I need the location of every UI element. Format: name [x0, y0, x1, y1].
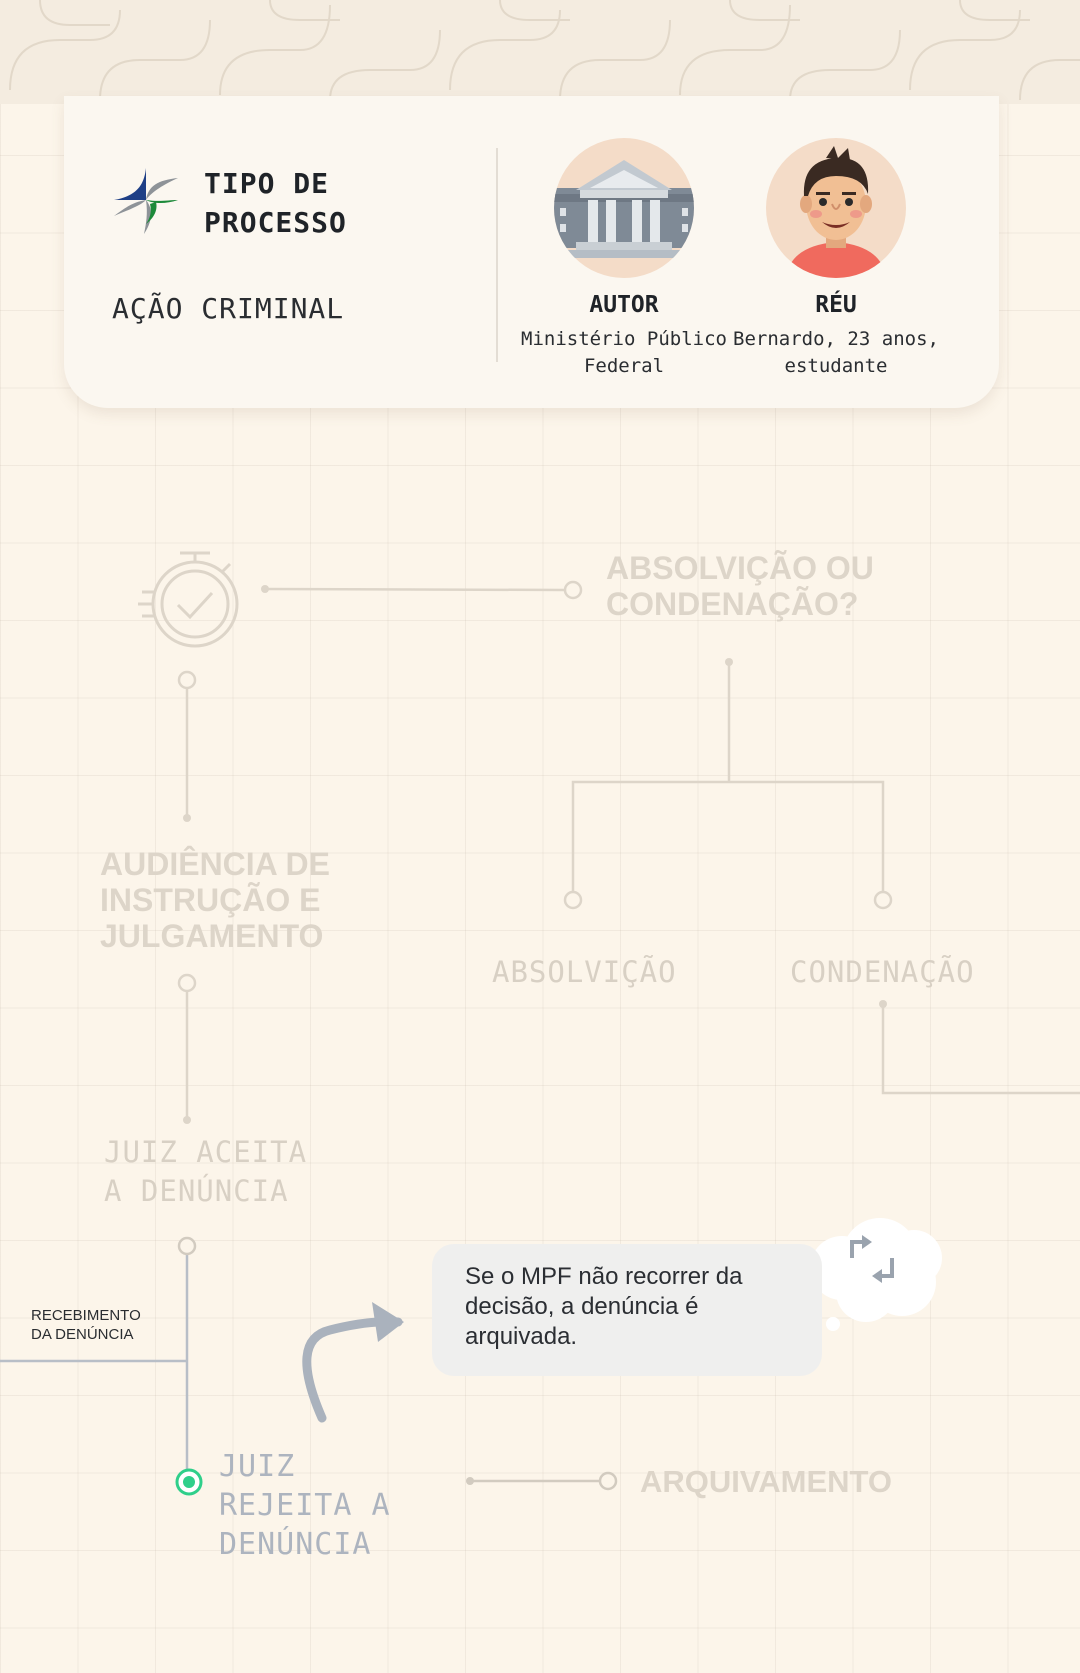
- flow-question-label: ABSOLVIÇÃO OU CONDENAÇÃO?: [606, 550, 874, 622]
- flow-receipt-label: RECEBIMENTO DA DENÚNCIA: [31, 1307, 141, 1343]
- node-hearing: [177, 973, 197, 993]
- flow-acquittal-label: ABSOLVIÇÃO: [492, 955, 677, 989]
- flow-judge-rejects-label: JUIZ REJEITA A DENÚNCIA: [219, 1449, 391, 1562]
- node-stopwatch: [177, 670, 197, 690]
- connector-stopwatch-question: [264, 587, 566, 592]
- flow-conviction-label: CONDENAÇÃO: [790, 955, 975, 989]
- decorative-pattern-band: [0, 0, 1080, 104]
- pattern-icon: [9, 0, 1080, 101]
- author-description: Ministério Público Federal: [521, 328, 727, 377]
- stopwatch-icon: [138, 551, 239, 648]
- defendant-avatar: [766, 138, 906, 278]
- defendant-description: Bernardo, 23 anos, estudante: [733, 328, 939, 377]
- process-card: TIPO DE PROCESSO AÇÃO CRIMINAL AUTOR Min…: [64, 96, 999, 408]
- node-question: [563, 580, 583, 600]
- flow-judge-accepts-label: JUIZ ACEITA A DENÚNCIA: [104, 1135, 308, 1208]
- node-accepts: [177, 1236, 197, 1256]
- man-avatar-icon: [786, 146, 886, 278]
- node-conviction: [873, 890, 893, 910]
- node-acquittal: [563, 890, 583, 910]
- note-text: Se o MPF não recorrer da decisão, a denú…: [465, 1263, 743, 1350]
- card-title: TIPO DE PROCESSO: [204, 167, 347, 239]
- flow-archiving-label: ARQUIVAMENTO: [640, 1464, 893, 1499]
- mpf-logo-icon: [114, 168, 178, 234]
- note-bubble: [432, 1244, 822, 1376]
- defendant-role: RÉU: [815, 292, 857, 318]
- connector-branch: [571, 780, 885, 892]
- process-type: AÇÃO CRIMINAL: [112, 292, 345, 325]
- author-avatar: [554, 138, 694, 278]
- courthouse-icon: [554, 160, 694, 258]
- author-role: AUTOR: [589, 292, 659, 318]
- appeal-arrows-icon: [795, 1218, 942, 1353]
- node-archiving: [598, 1471, 618, 1491]
- card-divider: [496, 148, 498, 362]
- flow-hearing-label: AUDIÊNCIA DE INSTRUÇÃO E JULGAMENTO: [100, 846, 330, 954]
- connector-conviction-right: [881, 1004, 1080, 1095]
